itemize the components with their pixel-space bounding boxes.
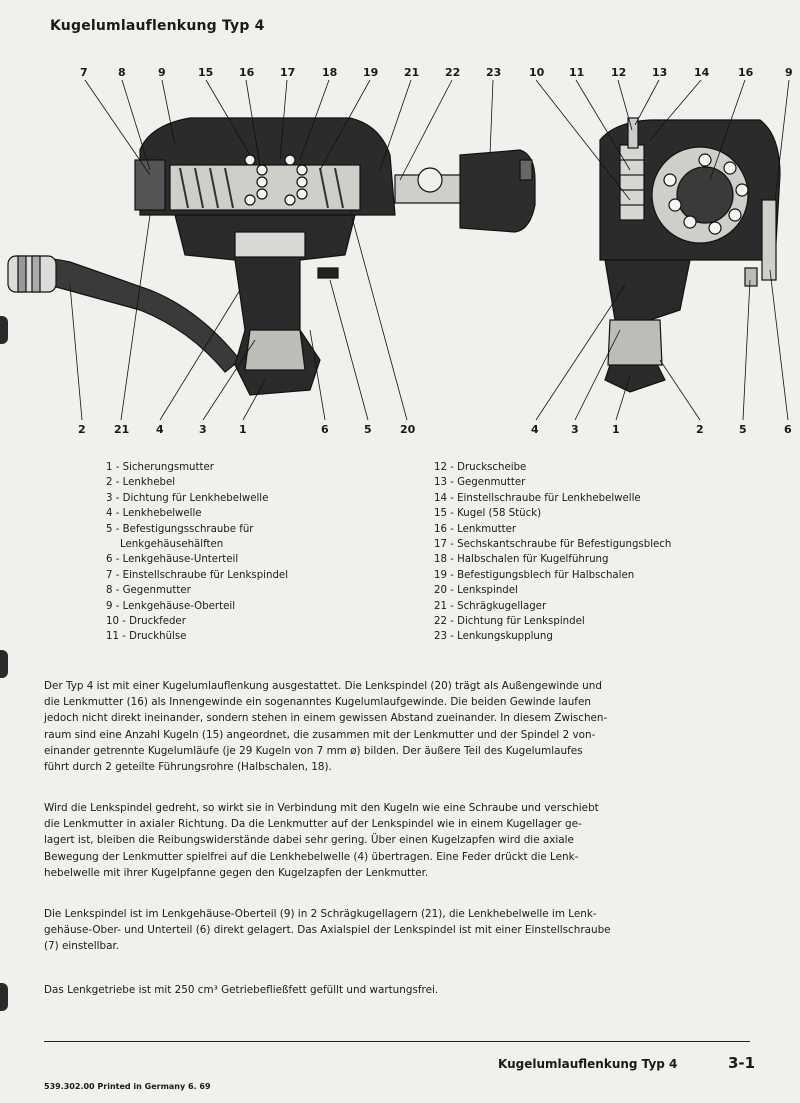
callout-right-top-4: 13 [652, 66, 668, 79]
callout-right-bottom-3: 1 [612, 423, 620, 436]
print-note: 539.302.00 Printed in Germany 6. 69 [44, 1082, 211, 1091]
legend-item: 1 - Sicherungsmutter [106, 462, 214, 473]
paragraph-line: raum sind eine Anzahl Kugeln (15) angeor… [44, 728, 596, 741]
paragraph-line: einander getrennte Kugelumläufe (je 29 K… [44, 744, 583, 757]
callout-left-bottom-8: 20 [400, 423, 416, 436]
callout-left-top-9: 21 [404, 66, 420, 79]
callout-right-bottom-2: 3 [571, 423, 579, 436]
legend-item: 8 - Gegenmutter [106, 585, 191, 597]
legend-item: 6 - Lenkgehäuse-Unterteil [106, 554, 239, 566]
callout-right-top-7: 9 [785, 66, 793, 79]
callout-right-bottom-6: 6 [784, 423, 792, 436]
legend-item: 9 - Lenkgehäuse-Oberteil [106, 600, 236, 612]
paragraph-4: Das Lenkgetriebe ist mit 250 cm³ Getrieb… [44, 982, 680, 998]
paragraph-line: Die Lenkspindel ist im Lenkgehäuse-Obert… [44, 908, 597, 920]
legend-item: 21 - Schrägkugellager [434, 600, 547, 612]
page-title: Kugelumlauflenkung Typ 4 [50, 18, 265, 34]
paragraph-line: gehäuse-Ober- und Unterteil (6) direkt g… [44, 924, 611, 937]
legend-item: 18 - Halbschalen für Kugelführung [434, 554, 609, 566]
callout-right-top-3: 12 [611, 66, 627, 79]
legend-item: 19 - Befestigungsblech für Halbschalen [434, 569, 635, 581]
footer-title: Kugelumlauflenkung Typ 4 [498, 1057, 678, 1071]
punch-hole-bottom [0, 983, 8, 1011]
punch-hole-top [0, 316, 8, 344]
paragraph-1: Der Typ 4 ist mit einer Kugelumlauflenku… [44, 678, 680, 775]
callout-right-bottom-4: 2 [696, 423, 704, 436]
legend-item: 16 - Lenkmutter [434, 523, 517, 535]
callout-right-bottom-5: 5 [739, 423, 747, 436]
legend-right-column: 12 - Druckscheibe 13 - Gegenmutter 14 - … [434, 460, 671, 645]
legend-left-column: 1 - Sicherungsmutter 2 - Lenkhebel 3 - D… [106, 460, 288, 645]
callout-left-top-6: 17 [280, 66, 296, 79]
footer-divider [44, 1041, 750, 1042]
callout-left-top-3: 9 [158, 66, 166, 79]
legend-item: 13 - Gegenmutter [434, 477, 526, 489]
callout-left-bottom-2: 21 [114, 423, 130, 436]
callout-right-bottom-1: 4 [531, 423, 539, 436]
callout-left-top-5: 16 [239, 66, 255, 79]
right-leader-lines [535, 79, 790, 421]
callout-left-top-4: 15 [198, 66, 214, 79]
callout-left-top-1: 7 [80, 66, 88, 79]
paragraph-line: Das Lenkgetriebe ist mit 250 cm³ Getrieb… [44, 984, 439, 996]
legend-item: 12 - Druckscheibe [434, 462, 527, 473]
callout-left-top-10: 22 [445, 66, 461, 79]
legend-item: 23 - Lenkungskupplung [434, 631, 553, 643]
punch-hole-middle [0, 650, 8, 678]
legend-item: 22 - Dichtung für Lenkspindel [434, 616, 585, 628]
callout-right-top-2: 11 [569, 66, 585, 79]
paragraph-line: Wird die Lenkspindel gedreht, so wirkt s… [44, 802, 599, 814]
callout-left-bottom-3: 4 [156, 423, 164, 436]
callout-right-top-1: 10 [529, 66, 545, 79]
callout-left-top-11: 23 [486, 66, 502, 79]
paragraph-2: Wird die Lenkspindel gedreht, so wirkt s… [44, 800, 680, 881]
paragraph-line: hebelwelle mit ihrer Kugelpfanne gegen d… [44, 866, 429, 879]
legend-item-continuation: Lenkgehäusehälften [120, 539, 224, 551]
right-sectional-view [599, 117, 781, 393]
paragraph-3: Die Lenkspindel ist im Lenkgehäuse-Obert… [44, 906, 680, 955]
legend-item: 4 - Lenkhebelwelle [106, 508, 202, 520]
callout-left-bottom-5: 1 [239, 423, 247, 436]
callout-left-top-2: 8 [118, 66, 126, 79]
paragraph-line: Bewegung der Lenkmutter spielfrei auf di… [44, 850, 579, 863]
paragraph-line: die Lenkmutter in axialer Richtung. Da d… [44, 818, 582, 831]
legend-item: 5 - Befestigungsschraube für [106, 523, 254, 535]
page-number: 3-1 [728, 1054, 756, 1072]
callout-right-top-5: 14 [694, 66, 710, 79]
paragraph-line: (7) einstellbar. [44, 940, 120, 953]
callout-right-top-6: 16 [738, 66, 754, 79]
legend-item: 2 - Lenkhebel [106, 477, 176, 489]
legend-item: 7 - Einstellschraube für Lenkspindel [106, 569, 289, 581]
callout-left-top-8: 19 [363, 66, 379, 79]
callout-left-bottom-4: 3 [199, 423, 207, 436]
paragraph-line: führt durch 2 geteilte Führungsrohre (Ha… [44, 761, 332, 774]
legend-item: 3 - Dichtung für Lenkhebelwelle [106, 492, 269, 504]
legend-item: 20 - Lenkspindel [434, 585, 518, 597]
legend-item: 11 - Druckhülse [106, 631, 187, 643]
left-leader-lines [69, 79, 494, 421]
paragraph-line: die Lenkmutter (16) als Innengewinde ein… [44, 696, 591, 709]
callout-left-bottom-7: 5 [364, 423, 372, 436]
callout-left-top-7: 18 [322, 66, 338, 79]
paragraph-line: jedoch nicht direkt ineinander, sondern … [44, 712, 608, 725]
legend-item: 17 - Sechskantschraube für Befestigungsb… [434, 539, 672, 551]
legend-item: 15 - Kugel (58 Stück) [434, 508, 542, 520]
paragraph-line: Der Typ 4 ist mit einer Kugelumlauflenku… [44, 680, 602, 692]
legend-item: 10 - Druckfeder [106, 616, 186, 628]
steering-box-cutaway-drawing [7, 79, 790, 421]
left-sectional-view [7, 117, 536, 396]
legend-item: 14 - Einstellschraube für Lenkhebelwelle [434, 492, 641, 504]
paragraph-line: lagert ist, bleiben die Reibungswiderstä… [44, 834, 574, 847]
callout-left-bottom-6: 6 [321, 423, 329, 436]
callout-left-bottom-1: 2 [78, 423, 86, 436]
